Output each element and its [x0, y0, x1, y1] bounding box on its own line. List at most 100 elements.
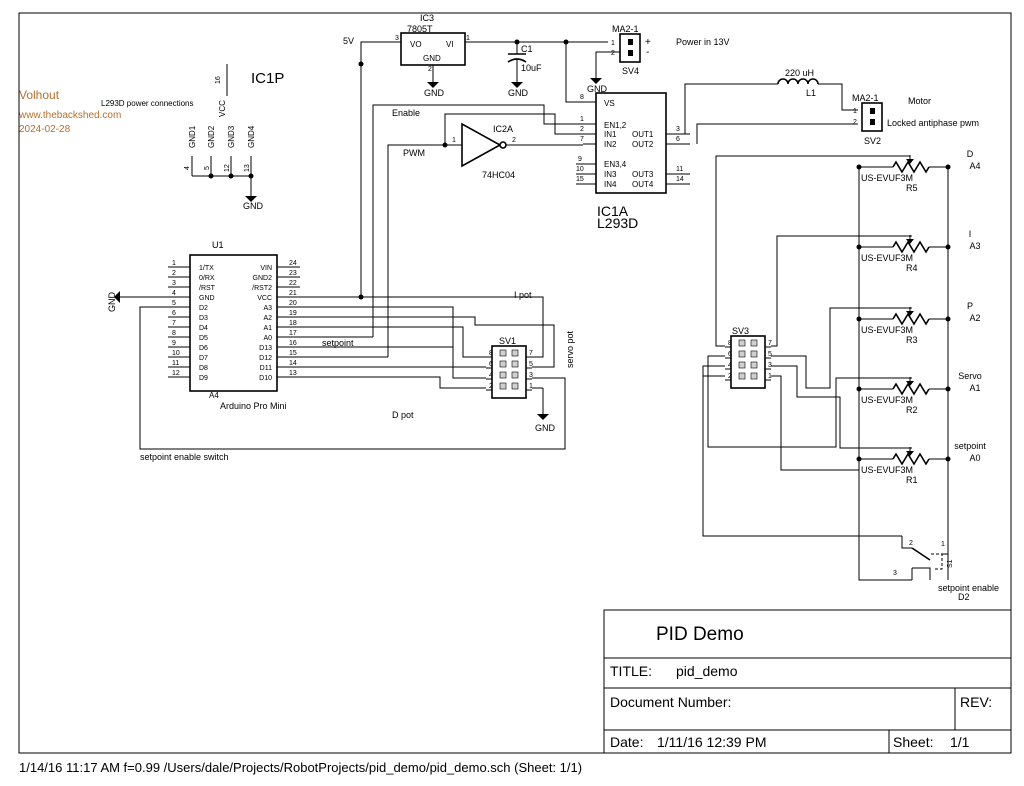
regulator-gnd: GND [424, 88, 445, 98]
sv3-to-r1-wire [771, 365, 912, 449]
arduino-right-pin-num: 19 [289, 310, 297, 317]
arduino-left-pin-num: 2 [172, 270, 176, 277]
driver-pin1: 1 [580, 116, 584, 123]
arduino-right-pin-num: 14 [289, 360, 297, 367]
net-pwm-label: PWM [403, 148, 425, 158]
ic1p-vcc-pin: 16 [215, 76, 222, 84]
pot-pin: A2 [969, 313, 980, 323]
driver-pin14: 14 [676, 176, 684, 183]
header-pin-left: 2 [728, 373, 732, 380]
net-a1-wire [277, 326, 486, 358]
arduino-left-pin-name: D7 [199, 355, 208, 362]
power-connector-minus: - [646, 47, 649, 58]
pot-pin: A1 [969, 383, 980, 393]
net-i-pot-label: I pot [514, 290, 532, 300]
inductor-ref: L1 [806, 88, 816, 98]
arduino-right-pin-name: D10 [259, 375, 272, 382]
sv1-ref: SV1 [499, 336, 516, 346]
regulator-part: 7805T [407, 24, 433, 34]
arduino-left-pin-name: D9 [199, 375, 208, 382]
driver-pin9: 9 [578, 156, 582, 163]
header-pin-right: 3 [768, 362, 772, 369]
arduino-right-pin-name: D13 [259, 345, 272, 352]
pot-ref: R4 [906, 263, 918, 273]
driver-pin7: 7 [580, 136, 584, 143]
header-pin-right: 5 [768, 351, 772, 358]
regulator-7805: IC3 7805T VO VI GND 3 1 2 GND [395, 13, 470, 98]
ic1p-gnd3: GND3 [227, 125, 236, 148]
arduino-right-pin-name: A2 [263, 315, 272, 322]
motor-connector-label: Motor [908, 96, 931, 106]
driver-pin6: 6 [676, 136, 680, 143]
arduino-right-pin-num: 13 [289, 370, 297, 377]
net-enable-label: Enable [392, 108, 420, 118]
net-pwm-wire [387, 144, 445, 357]
arduino-left-pin-num: 4 [172, 290, 176, 297]
arduino-right-pin-num: 15 [289, 350, 297, 357]
net-5v-label: 5V [343, 36, 354, 46]
driver-l293d: VS EN1,2 IN1 IN2 EN3,4 IN3 IN4 OUT1 OUT2… [576, 92, 690, 231]
inverter-pin2: 2 [512, 137, 516, 144]
switch-label: setpoint enable [938, 583, 999, 593]
ic1p-vcc: VCC [218, 100, 227, 117]
pot-ref: R3 [906, 335, 918, 345]
arduino-ref: U1 [212, 240, 224, 250]
arduino-right-pin-name: VIN [260, 265, 272, 272]
inductor-value: 220 uH [785, 68, 814, 78]
capacitor-gnd: GND [508, 88, 529, 98]
potentiometers: US-EVUF3MR5DA4US-EVUF3MR4IA3US-EVUF3MR3P… [856, 149, 986, 485]
ic1p-power: IC1P L293D power connections VCC 16 GND1… [101, 64, 284, 211]
arduino-right-pin-name: VCC [257, 295, 272, 302]
net-setpoint-switch-wire [139, 306, 566, 450]
arduino-left-pin-num: 3 [172, 280, 176, 287]
pot-label: Servo [958, 371, 982, 381]
driver-out4: OUT4 [632, 180, 654, 189]
pot-label: setpoint [954, 441, 986, 451]
switch-pin2: 2 [909, 540, 913, 547]
power-connector-ref: SV4 [622, 66, 639, 76]
header-pin-left: 8 [489, 350, 493, 357]
ic1p-gnd4: GND4 [247, 125, 256, 148]
driver-out2: OUT2 [632, 140, 654, 149]
arduino-left-pin-num: 5 [172, 300, 176, 307]
pot-label: D [967, 149, 974, 159]
ic1p-pin4: 4 [184, 166, 191, 170]
arduino-right-pin-num: 17 [289, 330, 297, 337]
switch-pin1: 1 [941, 541, 945, 548]
switch-pin-label: D2 [958, 592, 970, 602]
motor-connector-ref: SV2 [864, 136, 881, 146]
power-connector-part: MA2-1 [612, 24, 639, 34]
arduino-right-pin-num: 18 [289, 320, 297, 327]
pot-pin: A4 [969, 161, 980, 171]
arduino-left-pin-num: 10 [172, 350, 180, 357]
driver-out3: OUT3 [632, 170, 654, 179]
power-connector-label: Power in 13V [676, 37, 730, 47]
arduino-right-pin-name: A1 [263, 325, 272, 332]
power-connector-plus: + [645, 37, 651, 48]
header-pin-right: 7 [529, 350, 533, 357]
driver-in2: IN2 [604, 140, 617, 149]
driver-part: L293D [597, 215, 638, 231]
arduino-left-pin-name: 0/RX [199, 275, 215, 282]
net-setpoint-label: setpoint [322, 338, 354, 348]
pot-vcc-rail [858, 167, 912, 581]
inverter-74hc04: IC2A 74HC04 1 2 [445, 122, 583, 180]
arduino-right-pin-num: 16 [289, 340, 297, 347]
rev-label: REV: [960, 694, 992, 710]
title-block: PID Demo TITLE: pid_demo Document Number… [603, 609, 1012, 754]
pot-part: US-EVUF3M [861, 173, 913, 183]
motor-connector-part: MA2-1 [852, 93, 879, 103]
sv3-ref: SV3 [732, 326, 749, 336]
capacitor-ref: C1 [521, 44, 533, 54]
sv3-to-switch-wire [702, 365, 902, 537]
watermark-date: 2024-02-28 [19, 124, 71, 135]
ic1p-pin12: 12 [224, 164, 231, 172]
net-d-pot-label: D pot [392, 410, 414, 420]
sv1-gnd: GND [535, 423, 556, 433]
header-pin-left: 4 [489, 372, 493, 379]
pot-part: US-EVUF3M [861, 465, 913, 475]
regulator-ref: IC3 [420, 13, 434, 23]
power-connector-pin1: 1 [611, 40, 615, 47]
